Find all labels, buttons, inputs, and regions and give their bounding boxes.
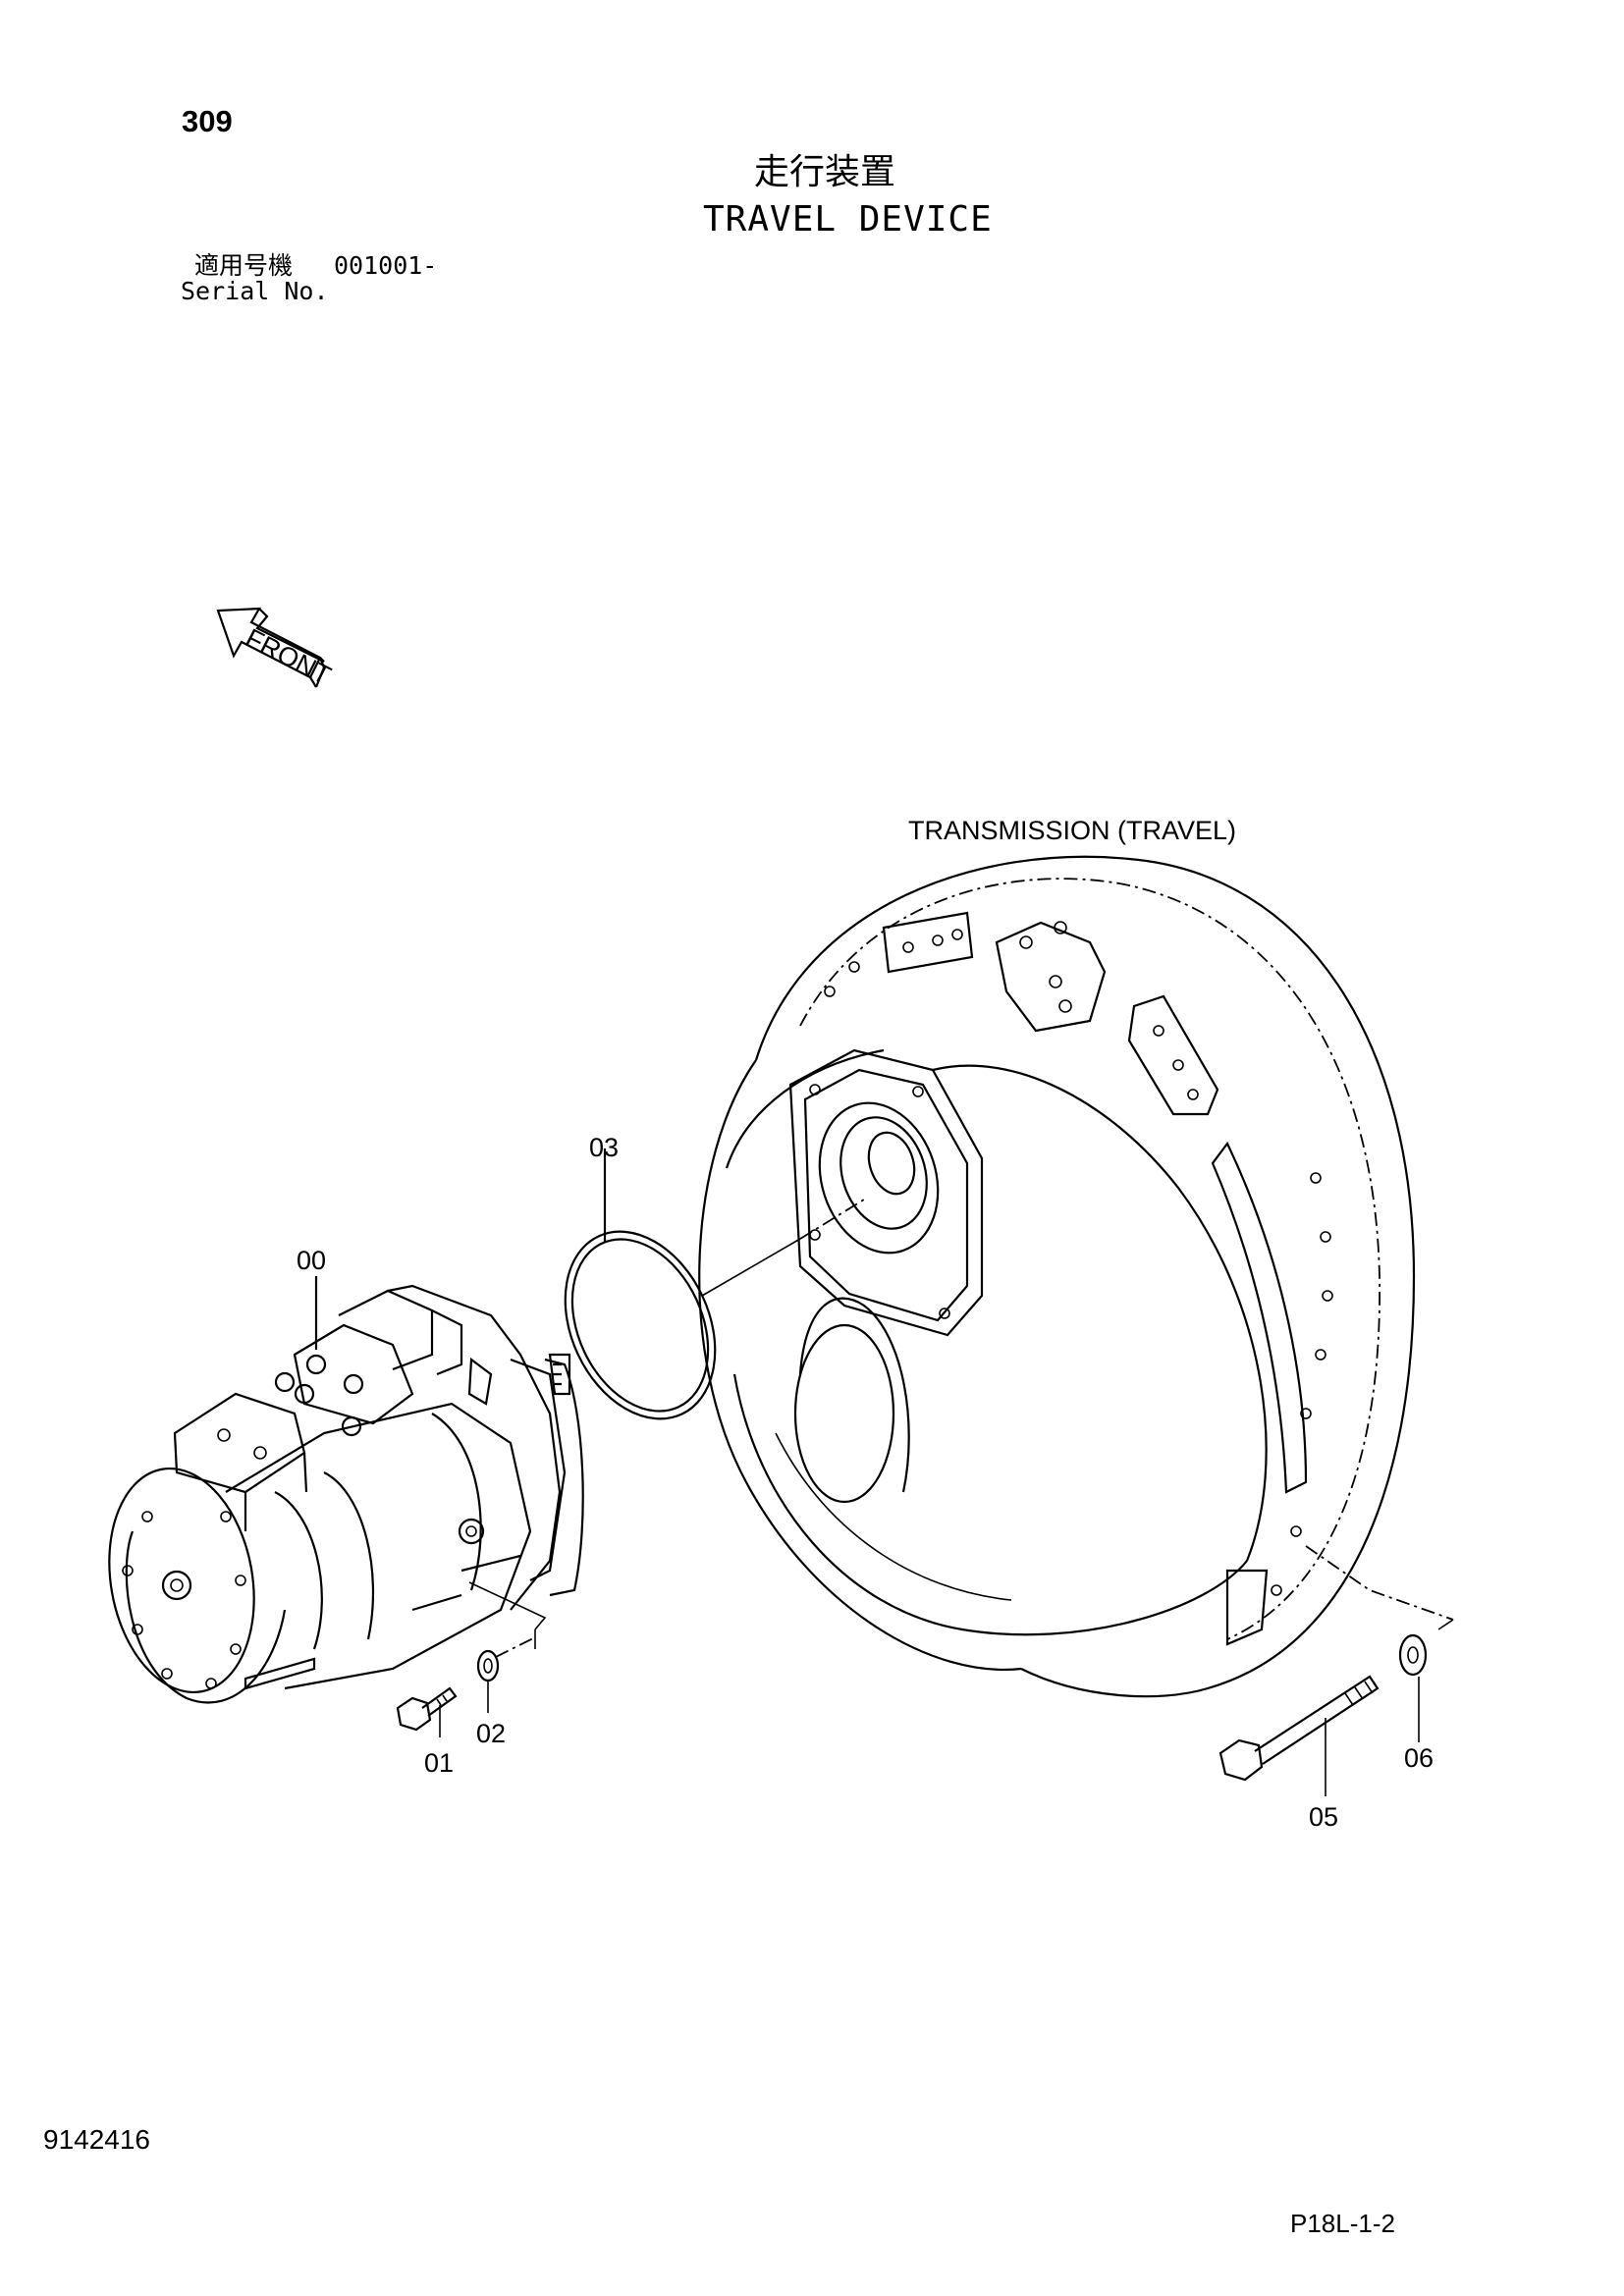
assembly-label: TRANSMISSION (TRAVEL) xyxy=(908,816,1236,845)
page-reference: P18L-1-2 xyxy=(1290,2209,1395,2238)
title-japanese: 走行装置 xyxy=(754,152,896,192)
bolt-05-drawing xyxy=(1218,1675,1380,1782)
callout-01: 01 xyxy=(424,1748,454,1778)
washer-02-drawing xyxy=(476,1649,500,1682)
serial-value: 001001- xyxy=(334,251,438,280)
front-arrow-label: FRONT xyxy=(241,623,335,691)
callout-05: 05 xyxy=(1309,1802,1338,1832)
o-ring-drawing xyxy=(564,1230,717,1420)
callout-02: 02 xyxy=(476,1719,506,1748)
callout-03: 03 xyxy=(589,1133,619,1162)
bolt-01-drawing xyxy=(396,1686,458,1732)
callout-00: 00 xyxy=(297,1246,326,1275)
leader-lines xyxy=(314,1148,1454,1796)
page-number: 309 xyxy=(182,104,233,138)
transmission-drawing xyxy=(698,855,1416,1698)
washer-06-drawing xyxy=(1398,1633,1428,1677)
serial-label-english: Serial No. xyxy=(181,277,329,305)
title-english: TRAVEL DEVICE xyxy=(703,199,993,240)
front-arrow-icon: FRONT xyxy=(216,607,336,691)
document-number: 9142416 xyxy=(43,2124,151,2155)
travel-motor-drawing xyxy=(108,1284,584,1704)
serial-label-japanese: 適用号機 xyxy=(194,251,294,280)
callout-labels: 00 01 02 03 05 06 xyxy=(297,1133,1434,1832)
callout-06: 06 xyxy=(1404,1743,1434,1773)
